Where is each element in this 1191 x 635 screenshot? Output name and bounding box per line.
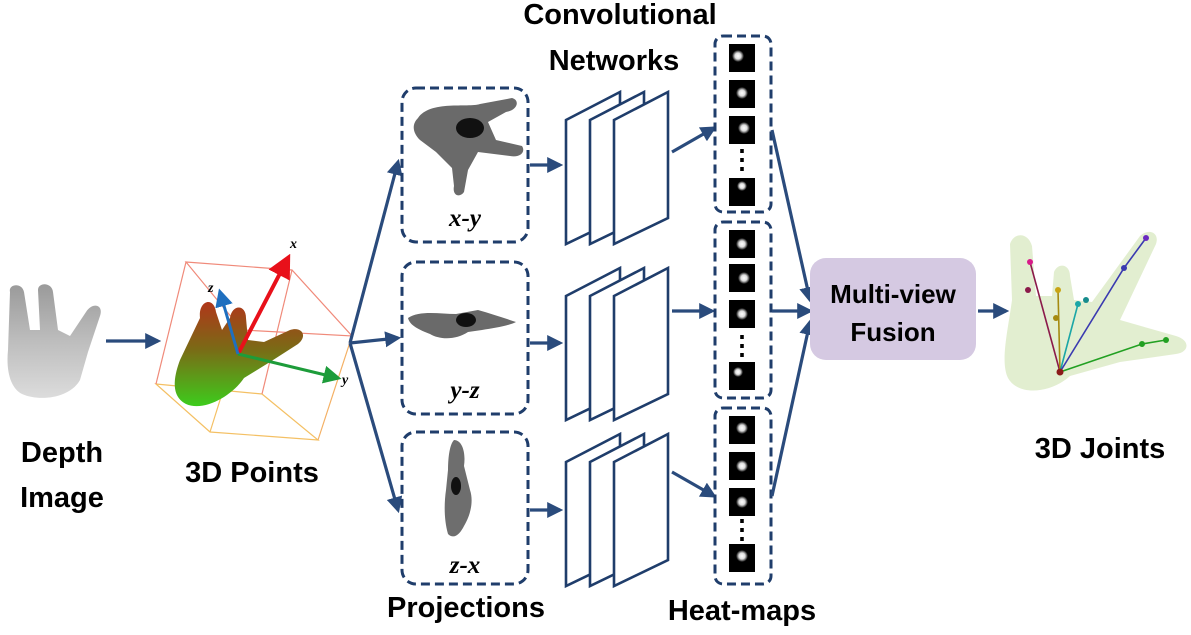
depth-image-label-line1: Depth (21, 437, 103, 469)
axis-y-label: y (340, 373, 349, 388)
arrows-to-heatmaps (671, 126, 717, 498)
joints-3d-label: 3D Joints (1035, 433, 1166, 465)
projection-yz (400, 260, 530, 416)
heatmap-column-zx (713, 406, 773, 586)
depth-image-label-line2: Image (20, 482, 104, 514)
projection-zx (400, 430, 530, 586)
axis-x-label: x (289, 237, 297, 252)
heatmap-column-yz (713, 220, 773, 400)
projection-xy (400, 86, 530, 244)
arrows-to-cnn (530, 157, 564, 518)
cnn-stack-zx (564, 431, 670, 589)
projection-zx-label: z-x (449, 552, 481, 579)
cnn-stack-yz (564, 265, 670, 423)
projections-label: Projections (387, 592, 545, 624)
fusion-box (810, 258, 976, 360)
cnn-stack-xy (564, 89, 670, 247)
cnn-label-line2: Networks (549, 45, 680, 77)
heatmap-ellipsis-yz: ⋮ (729, 330, 755, 360)
points-3d-label: 3D Points (185, 457, 319, 489)
projection-yz-label: y-z (447, 377, 479, 404)
heatmap-ellipsis-xy: ⋮ (729, 144, 755, 174)
heatmap-ellipsis-zx: ⋮ (729, 514, 755, 544)
projection-xy-label: x-y (448, 205, 482, 232)
arrows-to-projections (348, 158, 403, 514)
depth-image-hand (7, 284, 101, 398)
cnn-label-line1: Convolutional (523, 0, 716, 31)
fusion-label-line2: Fusion (850, 317, 935, 347)
axis-z-label: z (207, 281, 214, 296)
joints-hand (1004, 231, 1187, 391)
heatmap-column-xy (713, 34, 773, 214)
point-cloud-cube (154, 253, 354, 441)
heatmaps-label: Heat-maps (668, 595, 816, 627)
arrows-to-fusion (770, 129, 816, 497)
fusion-label-line1: Multi-view (830, 279, 956, 309)
